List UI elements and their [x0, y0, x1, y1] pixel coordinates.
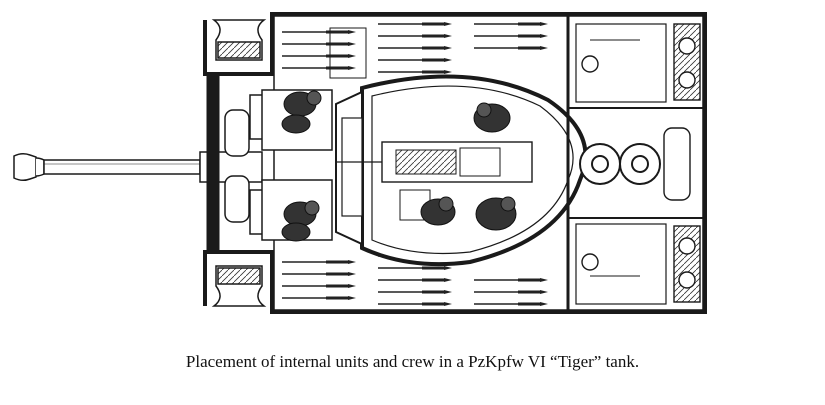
gunner-figure	[420, 196, 456, 226]
ammunition-rack-front-upper	[280, 27, 367, 79]
driver-figure	[281, 90, 322, 134]
commander-figure	[473, 102, 511, 133]
cooling-fans	[579, 127, 691, 201]
figure-caption: Placement of internal units and crew in …	[185, 352, 640, 371]
main-gun-barrel	[13, 151, 263, 183]
hull-outline	[203, 12, 707, 314]
ammunition-rack-front-lower	[280, 258, 358, 302]
loader-figure	[475, 196, 517, 231]
engine-compartment	[566, 16, 703, 310]
front-hull-fittings	[211, 19, 333, 307]
radiators	[673, 23, 701, 303]
ammunition-rack-side-upper	[376, 20, 550, 76]
radio-operator-figure	[281, 200, 320, 242]
turret	[335, 74, 588, 267]
tiger-tank-top-view-diagram	[13, 12, 707, 314]
